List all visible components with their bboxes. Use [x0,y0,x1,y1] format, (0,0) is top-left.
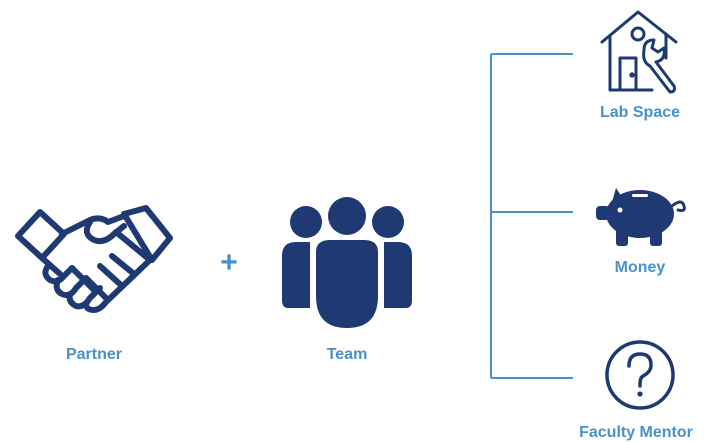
handshake-icon [15,205,173,313]
piggy-bank-icon [596,188,686,246]
lab-space-label: Lab Space [599,104,681,121]
plus-operator: + [220,246,238,279]
partner-label: Partner [65,346,123,363]
team-label: Team [326,346,368,363]
team-icon [282,197,412,330]
money-label: Money [614,259,666,276]
house-wrench-icon [600,10,678,94]
faculty-mentor-label: Faculty Mentor [579,424,693,441]
question-circle-icon [605,340,675,410]
